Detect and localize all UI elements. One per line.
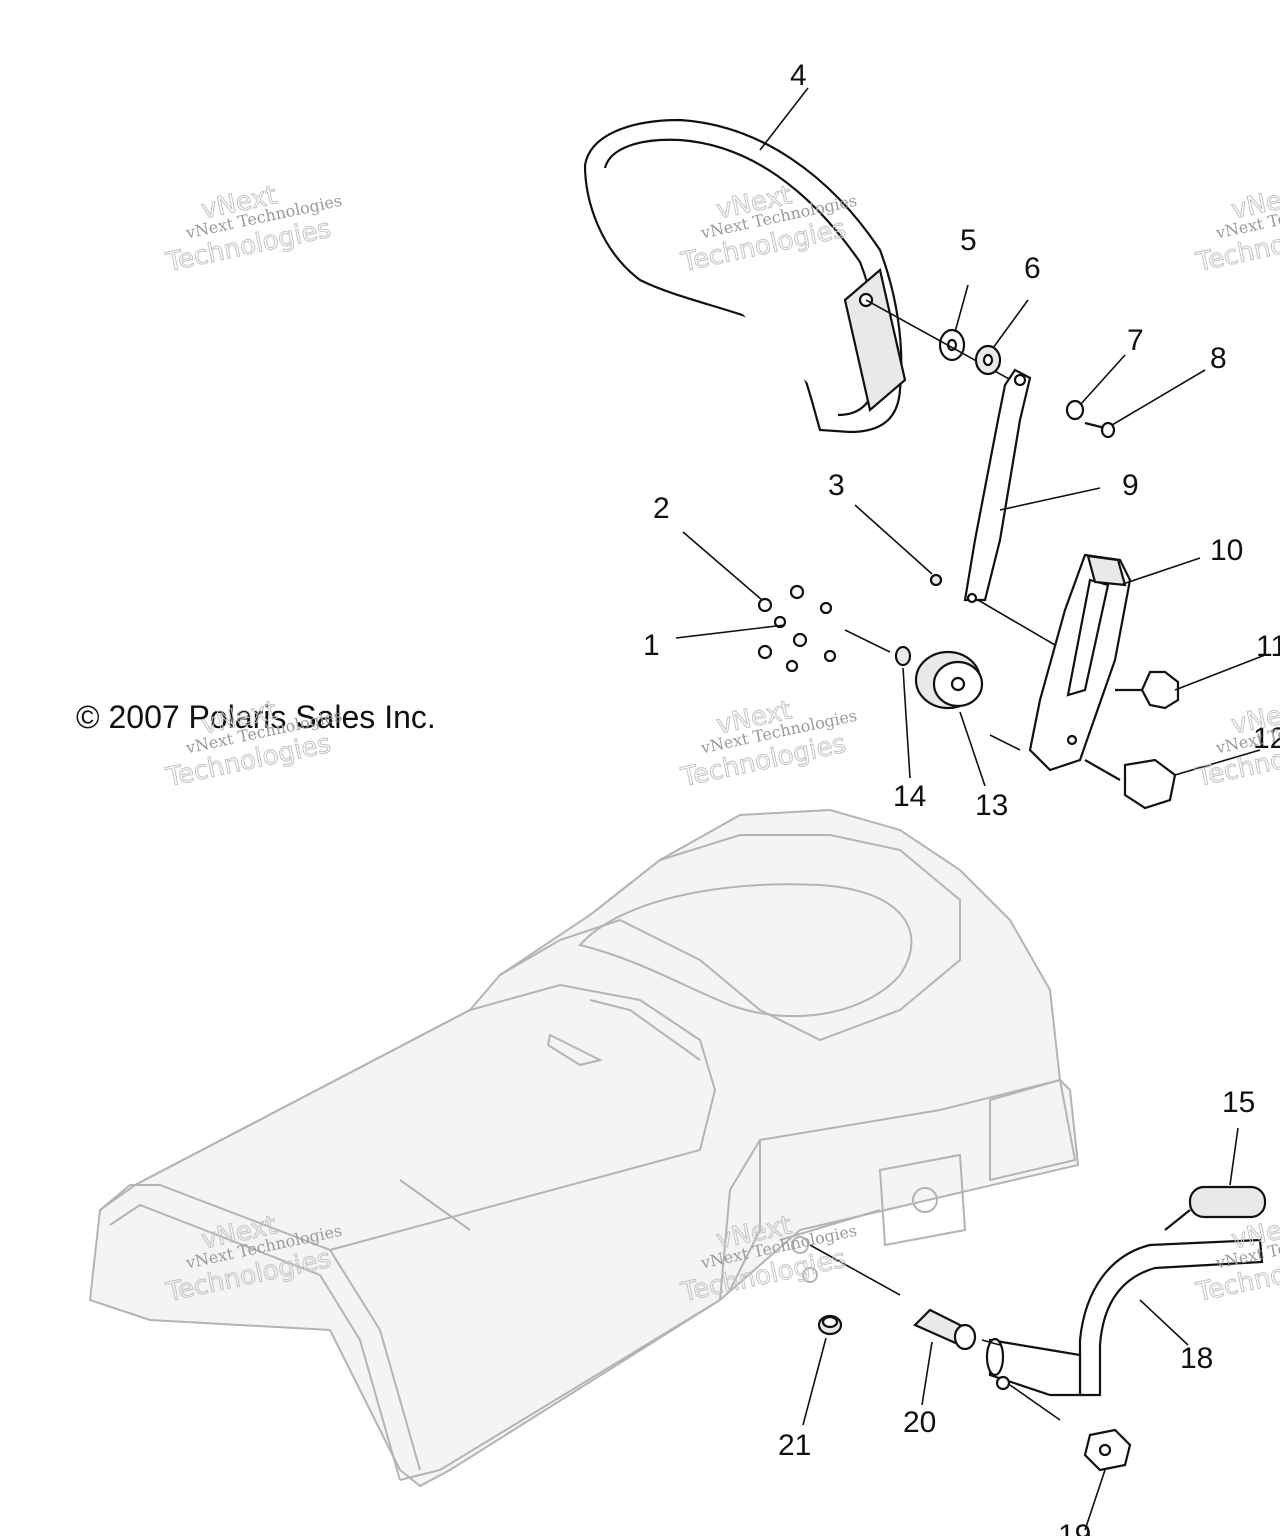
- callout-5: 5: [960, 224, 977, 257]
- grab-handle: [985, 1238, 1264, 1397]
- bumper-13: [914, 650, 984, 710]
- callout-12: 12: [1253, 722, 1280, 755]
- callout-1: 1: [643, 629, 660, 662]
- callout-14: 14: [893, 780, 926, 813]
- backrest-arm: [963, 368, 1032, 604]
- washer-7: [1065, 399, 1085, 421]
- callout-19: 19: [1058, 1519, 1091, 1536]
- grip-15: [1164, 1185, 1267, 1231]
- callout-8: 8: [1210, 342, 1227, 375]
- callout-13: 13: [975, 789, 1008, 822]
- knob-11: [1115, 670, 1180, 710]
- callout-20: 20: [903, 1406, 936, 1439]
- callout-2: 2: [653, 492, 670, 525]
- callout-18: 18: [1180, 1342, 1213, 1375]
- copyright-notice: © 2007 Polaris Sales Inc.: [76, 699, 436, 735]
- callout-15: 15: [1222, 1086, 1255, 1119]
- callout-6: 6: [1024, 252, 1041, 285]
- callout-7: 7: [1127, 324, 1144, 357]
- seat-outline: [88, 808, 1080, 1488]
- callout-4: 4: [790, 59, 807, 92]
- callout-10: 10: [1210, 534, 1243, 567]
- callout-3: 3: [828, 469, 845, 502]
- sleeve-20: [913, 1308, 977, 1351]
- watermark-3: vNext vNext Technologies Technologies: [1192, 180, 1280, 279]
- watermark-6: vNext vNext Technologies Technologies: [1192, 695, 1280, 794]
- bushing-14: [894, 645, 912, 667]
- washer-6: [974, 344, 1002, 376]
- nut-3: [929, 573, 943, 587]
- knob-12: [1084, 758, 1177, 810]
- screw-cluster: [757, 584, 837, 673]
- callout-21: 21: [778, 1429, 811, 1462]
- knob-19: [1083, 1428, 1132, 1472]
- cap-21: [817, 1314, 843, 1336]
- seat-bracket: [1028, 553, 1132, 772]
- bolt-8: [1084, 421, 1116, 439]
- watermark-5: vNext vNext Technologies Technologies: [677, 695, 858, 794]
- callout-11: 11: [1256, 630, 1280, 663]
- callout-9: 9: [1122, 469, 1139, 502]
- backrest-pad: [583, 118, 907, 434]
- washer-5: [938, 328, 966, 362]
- watermark-1: vNext vNext Technologies Technologies: [162, 180, 343, 279]
